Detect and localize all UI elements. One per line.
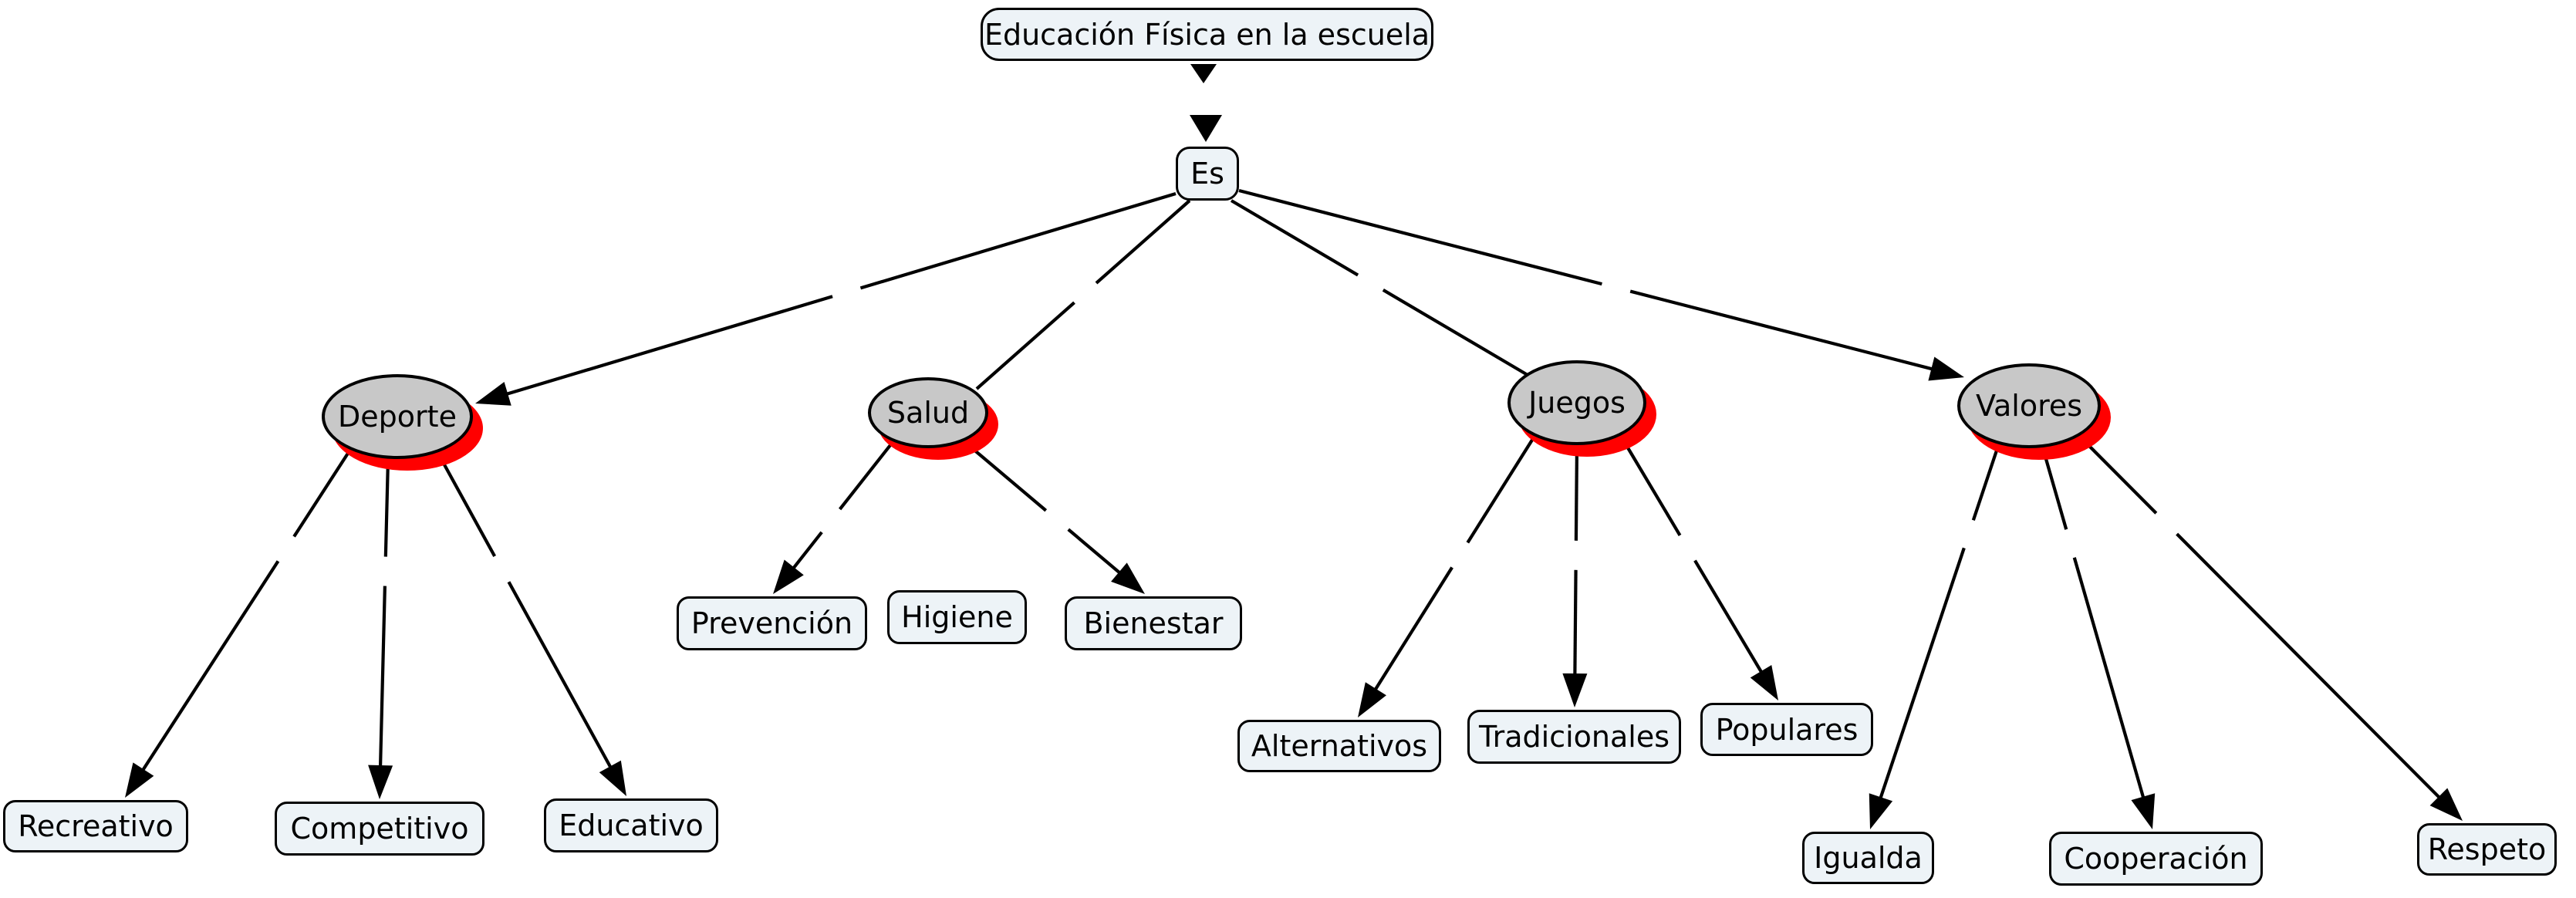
node-higiene[interactable]: Higiene xyxy=(887,590,1027,644)
node-es-label: Es xyxy=(1190,157,1224,191)
node-igualda-label: Igualda xyxy=(1814,841,1923,875)
node-prevencion-label: Prevención xyxy=(690,606,853,640)
node-juegos-label: Juegos xyxy=(1528,386,1626,420)
node-prevencion[interactable]: Prevención xyxy=(677,596,867,650)
node-populares-label: Populares xyxy=(1715,712,1859,747)
node-cooperacion-label: Cooperación xyxy=(2064,842,2248,876)
node-juegos[interactable]: Juegos xyxy=(1507,360,1646,445)
node-alternativos[interactable]: Alternativos xyxy=(1237,720,1441,772)
node-respeto-label: Respeto xyxy=(2427,832,2547,866)
node-populares[interactable]: Populares xyxy=(1700,703,1873,756)
node-tradicionales[interactable]: Tradicionales xyxy=(1467,710,1681,764)
node-recreativo-label: Recreativo xyxy=(18,809,174,843)
node-tradicionales-label: Tradicionales xyxy=(1478,720,1670,754)
node-educativo[interactable]: Educativo xyxy=(544,798,718,852)
node-valores[interactable]: Valores xyxy=(1957,363,2101,448)
node-competitivo-label: Competitivo xyxy=(290,812,469,846)
node-higiene-label: Higiene xyxy=(901,600,1013,634)
node-recreativo[interactable]: Recreativo xyxy=(3,800,188,852)
node-igualda[interactable]: Igualda xyxy=(1802,832,1934,884)
node-salud-label: Salud xyxy=(886,396,970,430)
node-root-label: Educación Física en la escuela xyxy=(984,17,1430,52)
node-bienestar[interactable]: Bienestar xyxy=(1065,596,1242,650)
node-bienestar-label: Bienestar xyxy=(1083,606,1224,640)
node-alternativos-label: Alternativos xyxy=(1251,729,1428,763)
node-respeto[interactable]: Respeto xyxy=(2417,823,2557,876)
node-root[interactable]: Educación Física en la escuela xyxy=(981,8,1433,61)
node-deporte-label: Deporte xyxy=(338,400,457,434)
node-cooperacion[interactable]: Cooperación xyxy=(2049,832,2263,886)
node-salud[interactable]: Salud xyxy=(868,377,988,448)
node-deporte[interactable]: Deporte xyxy=(322,374,473,459)
node-educativo-label: Educativo xyxy=(559,809,704,842)
node-valores-label: Valores xyxy=(1975,389,2083,423)
node-competitivo[interactable]: Competitivo xyxy=(275,802,484,856)
node-es[interactable]: Es xyxy=(1176,147,1239,201)
